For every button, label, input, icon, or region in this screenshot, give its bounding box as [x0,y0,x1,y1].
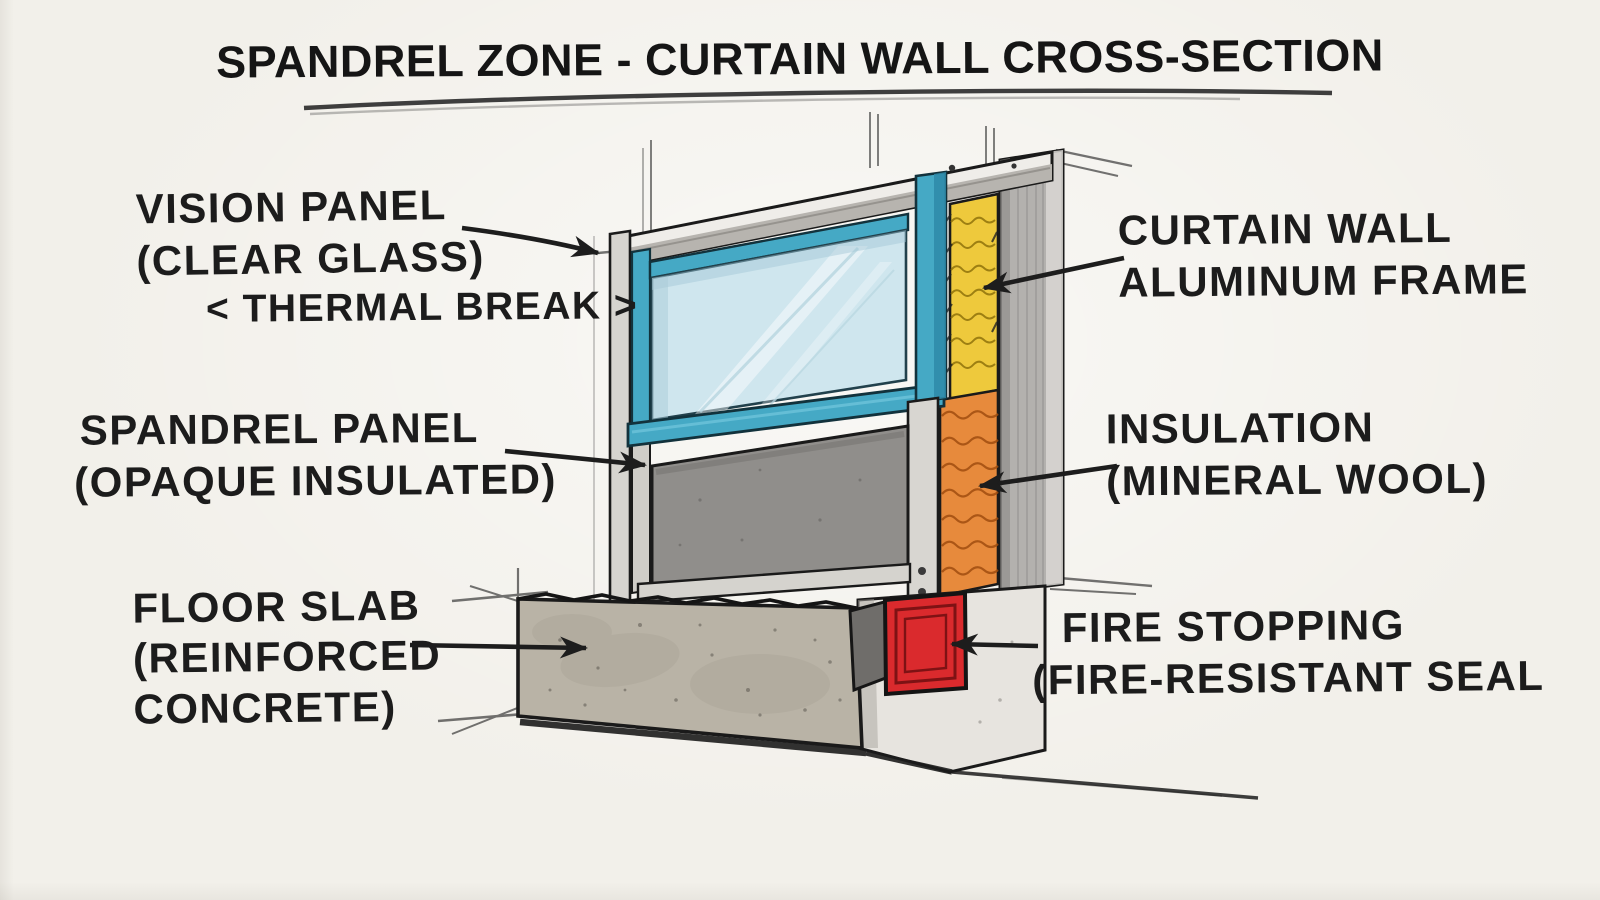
vision-panel-label-line2: (CLEAR GLASS) [136,232,486,285]
arrow-insulation [978,463,1118,494]
insulation-label: INSULATION (MINERAL WOOL) [1106,401,1489,508]
glazing-head-frame [648,212,910,280]
spandrel-panel-label-line1: SPANDREL PANEL [79,403,480,454]
transom-frame [626,382,946,448]
arrow-spandrel-panel [504,448,647,474]
curtain-wall-frame-label-line2: ALUMINUM FRAME [1118,255,1530,306]
fire-stopping-label-line2: (FIRE-RESISTANT SEAL [1032,651,1545,704]
arrow-fire-stopping [950,633,1039,656]
floor-slab-label: FLOOR SLAB (REINFORCED CONCRETE) [132,580,442,734]
right-mullion-aluminum [906,396,940,606]
arrow-curtain-wall [982,255,1125,294]
spandrel-panel-label: SPANDREL PANEL (OPAQUE INSULATED) [74,401,557,508]
thermal-break-label: < THERMAL BREAK > [205,284,639,331]
arrow-vision-panel [461,225,600,258]
vision-panel-label-line1: VISION PANEL [135,181,448,233]
fire-stopping-label-line1: FIRE STOPPING [1061,601,1406,652]
insulation-label-line2: (MINERAL WOOL) [1106,454,1489,505]
title-underline [303,88,1333,116]
structural-column [998,148,1065,594]
ground-shadow-lines [519,718,1259,800]
spandrel-panel [636,424,912,604]
fire-stopping-block [882,590,969,697]
floor-slab-label-line3: CONCRETE) [133,682,397,733]
fire-stopping-label: FIRE STOPPING (FIRE-RESISTANT SEAL [1032,598,1545,706]
insulation-yellow [944,192,1000,402]
arrow-floor-slab [409,636,588,659]
floor-slab-label-line2: (REINFORCED [132,631,442,683]
leader-arrows [409,225,1125,659]
right-mullion-teal [914,170,948,404]
page-title: SPANDREL ZONE - CURTAIN WALL CROSS-SECTI… [216,29,1384,88]
curtain-wall-frame-label-line1: CURTAIN WALL [1117,203,1453,254]
insulation-label-line1: INSULATION [1105,403,1375,453]
floor-slab-label-line1: FLOOR SLAB [132,581,421,632]
spandrel-panel-label-line2: (OPAQUE INSULATED) [74,455,558,506]
floor-slab-front [516,592,864,750]
insulation-orange [938,388,1000,598]
vision-panel-label: VISION PANEL (CLEAR GLASS) [135,179,485,288]
vision-glass-panel [650,228,908,422]
curtain-wall-frame-label: CURTAIN WALL ALUMINUM FRAME [1118,201,1530,309]
